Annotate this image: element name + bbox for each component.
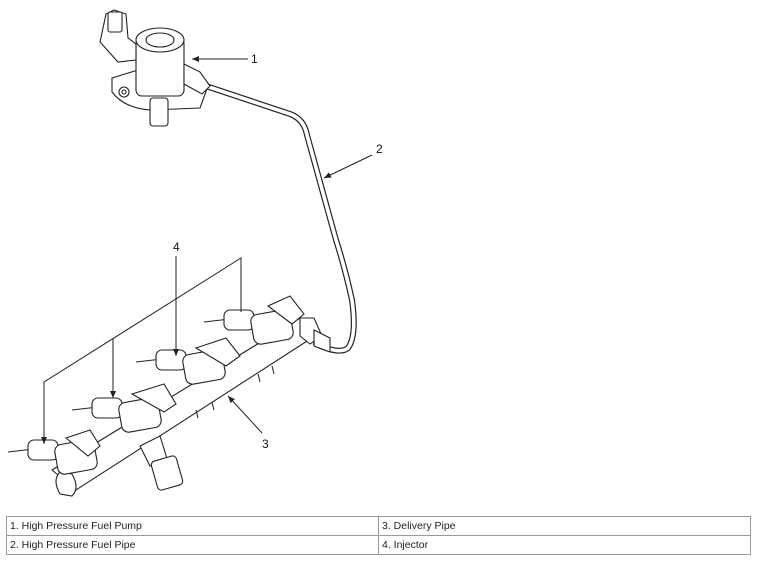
callout-4: 4: [173, 240, 180, 254]
table-row: 1. High Pressure Fuel Pump 3. Delivery P…: [6, 516, 751, 536]
callout-1: 1: [251, 52, 258, 66]
injector: [7, 429, 101, 475]
fuel-system-diagram: 1 2 3 4: [7, 9, 383, 497]
legend-item-injector: 4. Injector: [378, 535, 751, 555]
callout-3: 3: [262, 437, 269, 451]
injector: [71, 383, 177, 433]
callout-2: 2: [376, 142, 383, 156]
table-row: 2. High Pressure Fuel Pipe 4. Injector: [6, 535, 751, 555]
legend-item-fuel-pipe: 2. High Pressure Fuel Pipe: [6, 535, 379, 555]
legend-item-delivery-pipe: 3. Delivery Pipe: [378, 516, 751, 536]
injector: [135, 337, 241, 385]
delivery-pipe: [51, 317, 331, 497]
high-pressure-fuel-pipe: [203, 83, 357, 354]
legend-item-fuel-pump: 1. High Pressure Fuel Pump: [6, 516, 379, 536]
leader-lines: [41, 56, 373, 444]
high-pressure-fuel-pump: [99, 9, 211, 127]
parts-legend-table: 1. High Pressure Fuel Pump 3. Delivery P…: [6, 516, 751, 555]
injector: [203, 295, 305, 345]
